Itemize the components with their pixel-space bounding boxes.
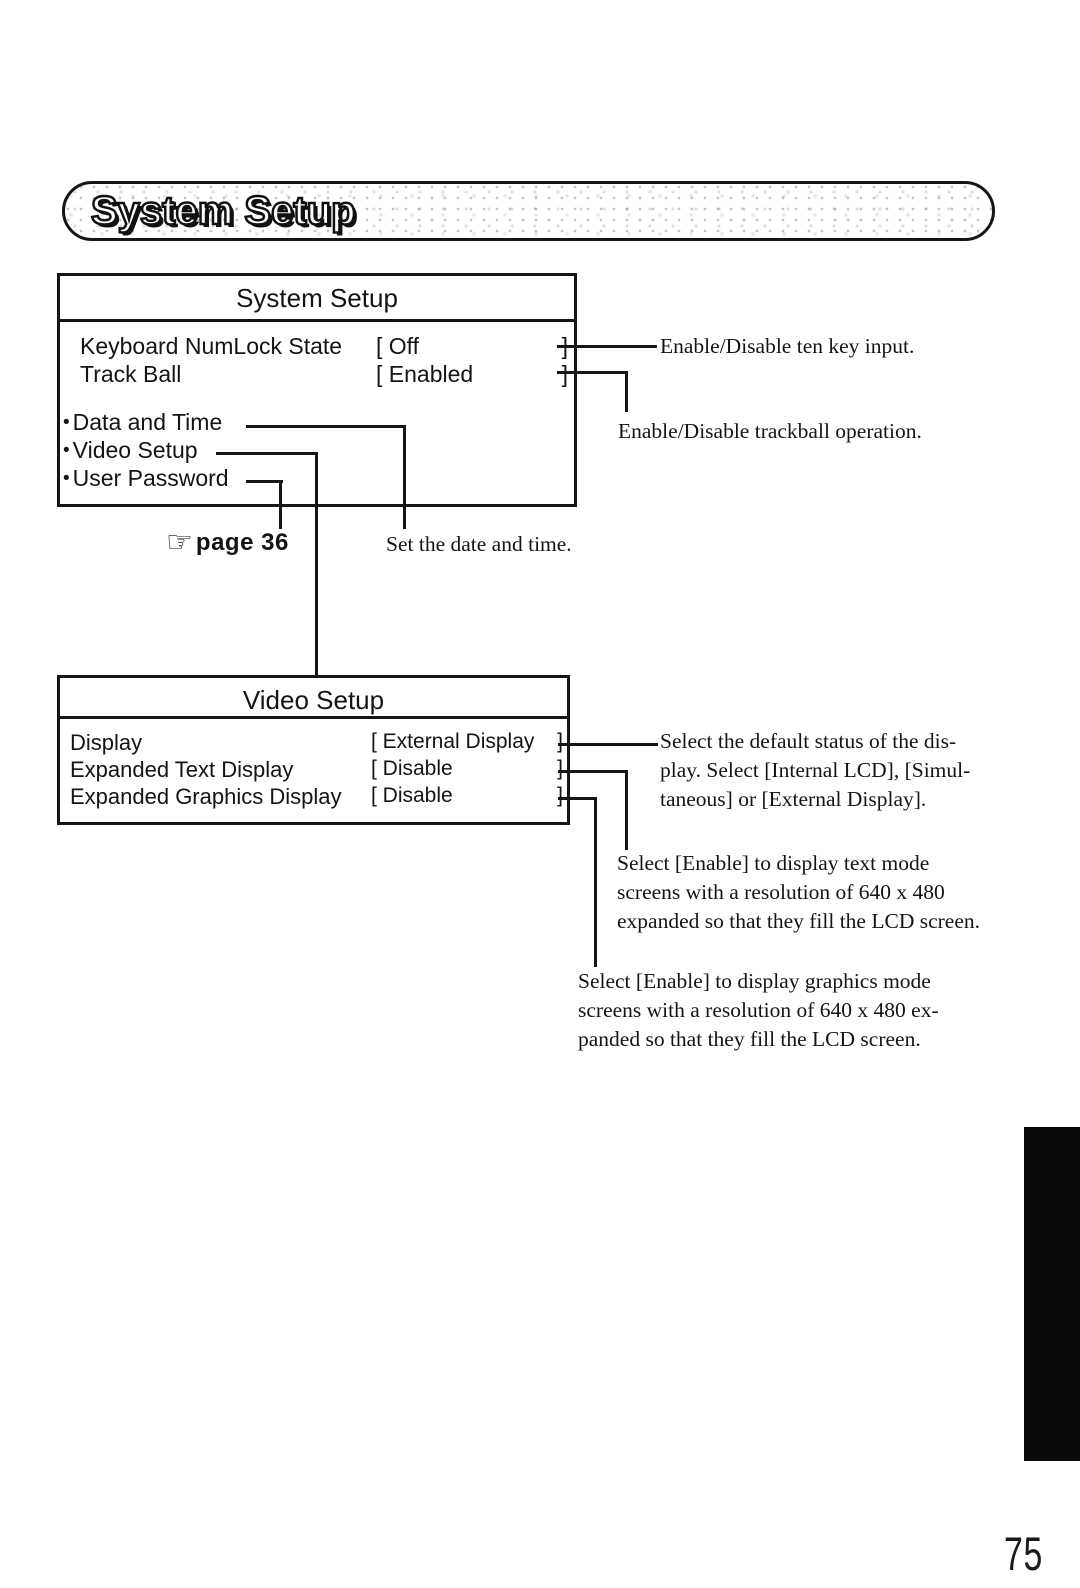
connector-line bbox=[216, 452, 318, 455]
menu-item-user-password: • User Password bbox=[63, 465, 229, 492]
setting-value-text: [ Enabled bbox=[376, 361, 474, 387]
connector-line bbox=[246, 425, 406, 428]
connector-line bbox=[557, 371, 628, 374]
bullet-icon: • bbox=[63, 440, 70, 461]
setting-label-display: Display bbox=[70, 730, 143, 755]
setting-label-trackball: Track Ball bbox=[80, 361, 182, 387]
annotation-line: panded so that they fill the LCD screen. bbox=[578, 1027, 921, 1051]
annotation-trackball: Enable/Disable trackball operation. bbox=[618, 419, 922, 443]
setting-value-trackball: [ Enabled ] bbox=[376, 361, 568, 388]
annotation-line: Select [Enable] to display text mode bbox=[617, 851, 930, 875]
connector-line bbox=[558, 797, 597, 800]
annotation-line: play. Select [Internal LCD], [Simul- bbox=[660, 758, 971, 782]
connector-line bbox=[625, 371, 628, 412]
setting-value-text: [ Off bbox=[376, 333, 420, 359]
section-banner-title: System Setup bbox=[90, 187, 357, 234]
setting-label-expanded-text: Expanded Text Display bbox=[70, 757, 294, 782]
annotation-set-date: Set the date and time. bbox=[386, 532, 572, 556]
bullet-icon: • bbox=[63, 412, 70, 433]
menu-item-video-setup: • Video Setup bbox=[63, 437, 198, 464]
connector-line bbox=[246, 480, 283, 483]
connector-line bbox=[625, 770, 628, 850]
setting-value-numlock: [ Off ] bbox=[376, 333, 568, 360]
bracket-close: ] bbox=[557, 784, 563, 807]
setting-value-display: [ External Display ] bbox=[371, 730, 563, 754]
connector-line bbox=[594, 797, 597, 967]
video-setup-box-title: Video Setup bbox=[60, 678, 567, 719]
connector-line bbox=[403, 425, 406, 529]
annotation-ten-key: Enable/Disable ten key input. bbox=[660, 334, 915, 358]
menu-item-date-time: • Data and Time bbox=[63, 409, 222, 436]
annotation-line: Select [Enable] to display graphics mode bbox=[578, 969, 931, 993]
connector-line bbox=[558, 770, 628, 773]
setting-value-text: [ External Display bbox=[371, 730, 535, 753]
connector-line bbox=[279, 480, 282, 529]
menu-item-label: Data and Time bbox=[72, 409, 223, 435]
connector-line bbox=[557, 345, 657, 348]
setting-value-text: [ Disable bbox=[371, 757, 453, 780]
annotation-line: screens with a resolution of 640 x 480 e… bbox=[578, 998, 939, 1022]
menu-item-label: User Password bbox=[72, 465, 229, 491]
chapter-tab-marker bbox=[1024, 1127, 1080, 1461]
annotation-graphics-mode: Select [Enable] to display graphics mode… bbox=[578, 967, 939, 1054]
annotation-text-mode: Select [Enable] to display text mode scr… bbox=[617, 849, 980, 936]
annotation-line: taneous] or [External Display]. bbox=[660, 787, 927, 811]
connector-line bbox=[315, 452, 318, 678]
page-number: 75 bbox=[1004, 1527, 1044, 1580]
system-setup-box-title: System Setup bbox=[60, 276, 574, 322]
pointing-hand-icon: ☞ bbox=[166, 525, 193, 560]
video-setup-box: Video Setup Display [ External Display ]… bbox=[57, 675, 570, 825]
section-banner: System Setup bbox=[62, 181, 995, 241]
setting-label-numlock: Keyboard NumLock State bbox=[80, 333, 343, 359]
bracket-close: ] bbox=[557, 730, 563, 753]
annotation-line: expanded so that they fill the LCD scree… bbox=[617, 909, 981, 933]
setting-value-expanded-text: [ Disable ] bbox=[371, 757, 563, 781]
page-reference: ☞ page 36 bbox=[166, 528, 289, 558]
setting-value-text: [ Disable bbox=[371, 784, 453, 807]
bracket-close: ] bbox=[561, 361, 568, 387]
page-reference-label: page 36 bbox=[195, 529, 289, 556]
setting-label-expanded-graphics: Expanded Graphics Display bbox=[70, 784, 342, 809]
bracket-close: ] bbox=[557, 757, 563, 780]
setting-value-expanded-graphics: [ Disable ] bbox=[371, 784, 563, 808]
annotation-display-select: Select the default status of the dis- pl… bbox=[660, 727, 970, 814]
menu-item-label: Video Setup bbox=[72, 437, 198, 463]
bullet-icon: • bbox=[63, 468, 70, 489]
connector-line bbox=[558, 743, 658, 746]
annotation-line: screens with a resolution of 640 x 480 bbox=[617, 880, 945, 904]
annotation-line: Select the default status of the dis- bbox=[660, 729, 957, 753]
